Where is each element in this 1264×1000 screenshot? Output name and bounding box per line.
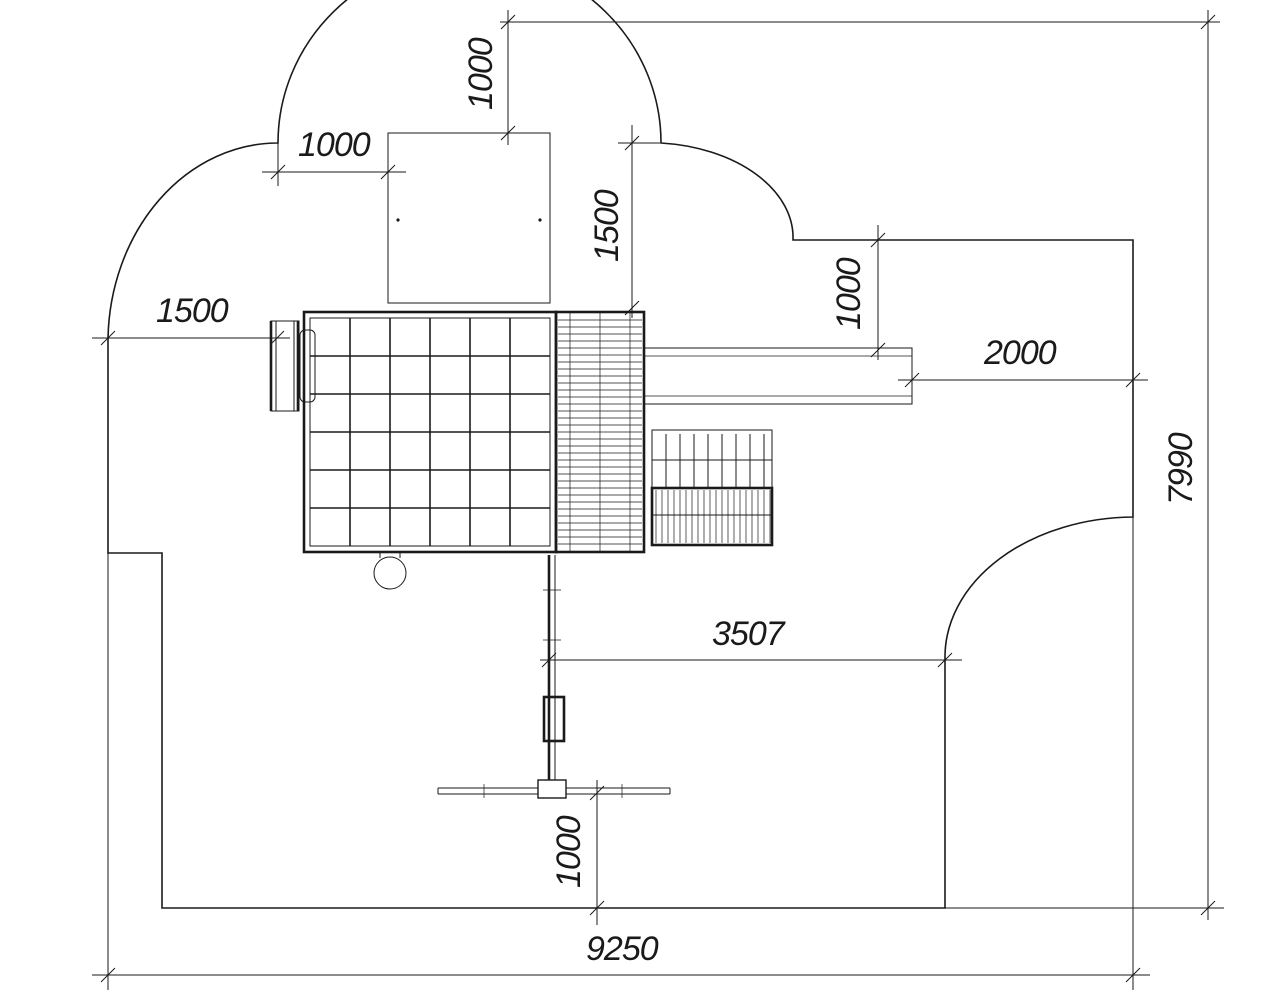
panel-grid — [652, 434, 772, 543]
dimension-lines — [92, 10, 1224, 990]
dim-overall-height: 7990 — [1162, 432, 1200, 505]
dim-swing-offset: 3507 — [712, 615, 786, 653]
dim-bottom-clearance: 1000 — [550, 815, 588, 888]
dim-top-bump-offset: 1000 — [298, 126, 371, 164]
platform-planks — [558, 312, 642, 552]
dim-right-step: 1000 — [830, 257, 868, 330]
dim-overall-width: 9250 — [586, 930, 659, 968]
dim-left-bulge: 1500 — [156, 292, 229, 330]
slide-top — [387, 132, 551, 304]
spinner-platform — [437, 779, 671, 799]
dim-slide-offset: 1500 — [588, 189, 626, 262]
dim-ramp-length: 2000 — [983, 334, 1057, 372]
safety-zone-outline — [107, 0, 1134, 909]
swing-beam — [542, 555, 566, 790]
play-panel-block — [650, 429, 774, 547]
climbing-net-grid — [310, 318, 550, 546]
left-ladder — [269, 320, 316, 412]
round-element — [373, 552, 407, 590]
ramp-right — [643, 347, 913, 405]
dim-top-bump-height: 1000 — [462, 37, 500, 110]
